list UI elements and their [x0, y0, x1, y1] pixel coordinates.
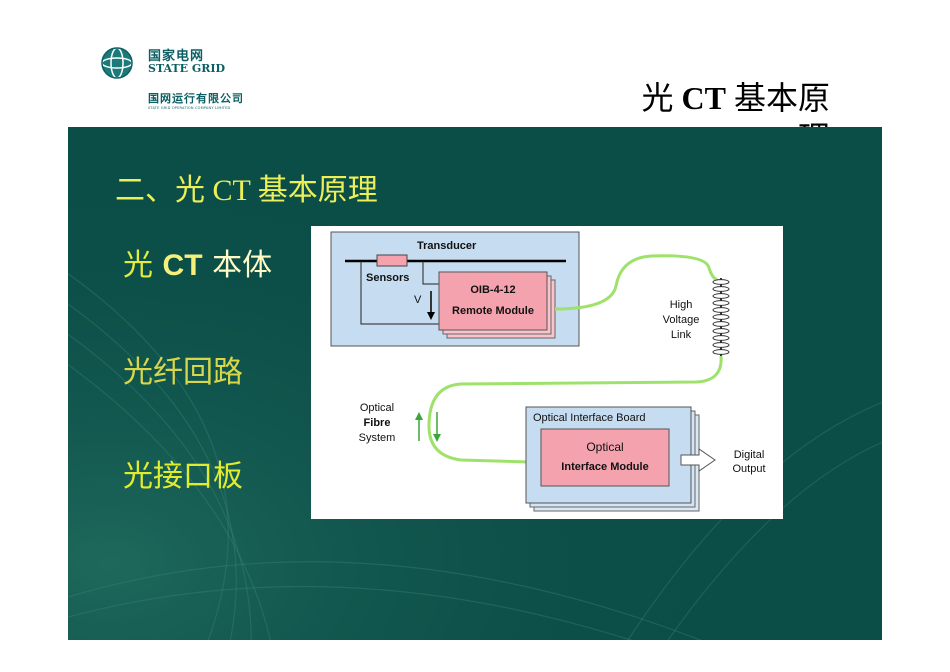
- oim-line1: Optical: [586, 440, 624, 454]
- v-label: V: [414, 294, 422, 306]
- hv-link-line3: Link: [670, 329, 692, 341]
- slide-title: 二、光 CT 基本原理: [115, 174, 378, 207]
- remote-module-line2: Remote Module: [452, 305, 534, 317]
- header-title-ct: CT: [681, 80, 726, 116]
- globe-icon: [101, 47, 133, 79]
- hv-link-line1: High: [669, 299, 693, 311]
- sensors-label: Sensors: [366, 272, 410, 284]
- logo-name-cn: 国家电网: [148, 49, 205, 64]
- fibre-system-line2: Fibre: [363, 417, 391, 429]
- item-ct-body: 光 CT 本体: [123, 240, 272, 284]
- digital-output-line2: Output: [732, 463, 766, 475]
- item-interface-board: 光接口板: [123, 459, 243, 494]
- logo-name-en: STATE GRID: [148, 62, 226, 75]
- state-grid-logo: 国家电网 STATE GRID 国网运行有限公司 STATE GRID OPER…: [100, 40, 280, 120]
- item-ct-body-suffix: 本体: [202, 248, 273, 283]
- hv-link-line2: Voltage: [662, 314, 700, 326]
- remote-module-line1: OIB-4-12: [470, 284, 516, 296]
- header-title-pre: 光: [641, 80, 682, 116]
- optical-ct-diagram: Transducer Sensors V OIB-4-12 Remote Mod…: [311, 226, 783, 519]
- oim-line2: Interface Module: [561, 461, 649, 473]
- fibre-system-line3: System: [358, 432, 396, 444]
- diagram-graphics: [330, 231, 730, 512]
- item-ct-body-ct: CT: [162, 249, 203, 282]
- item-fibre-loop: 光纤回路: [123, 355, 243, 390]
- fibre-system-line1: Optical: [359, 402, 395, 414]
- digital-output-line1: Digital: [733, 449, 765, 461]
- item-ct-body-prefix: 光: [123, 248, 163, 283]
- header-title: 光 CT 基本原理: [610, 78, 830, 158]
- logo-sub-cn: 国网运行有限公司: [148, 92, 244, 105]
- logo-sub-en: STATE GRID OPERATION COMPANY LIMITED: [148, 106, 231, 110]
- oib-title: Optical Interface Board: [533, 412, 646, 424]
- transducer-label: Transducer: [417, 240, 477, 252]
